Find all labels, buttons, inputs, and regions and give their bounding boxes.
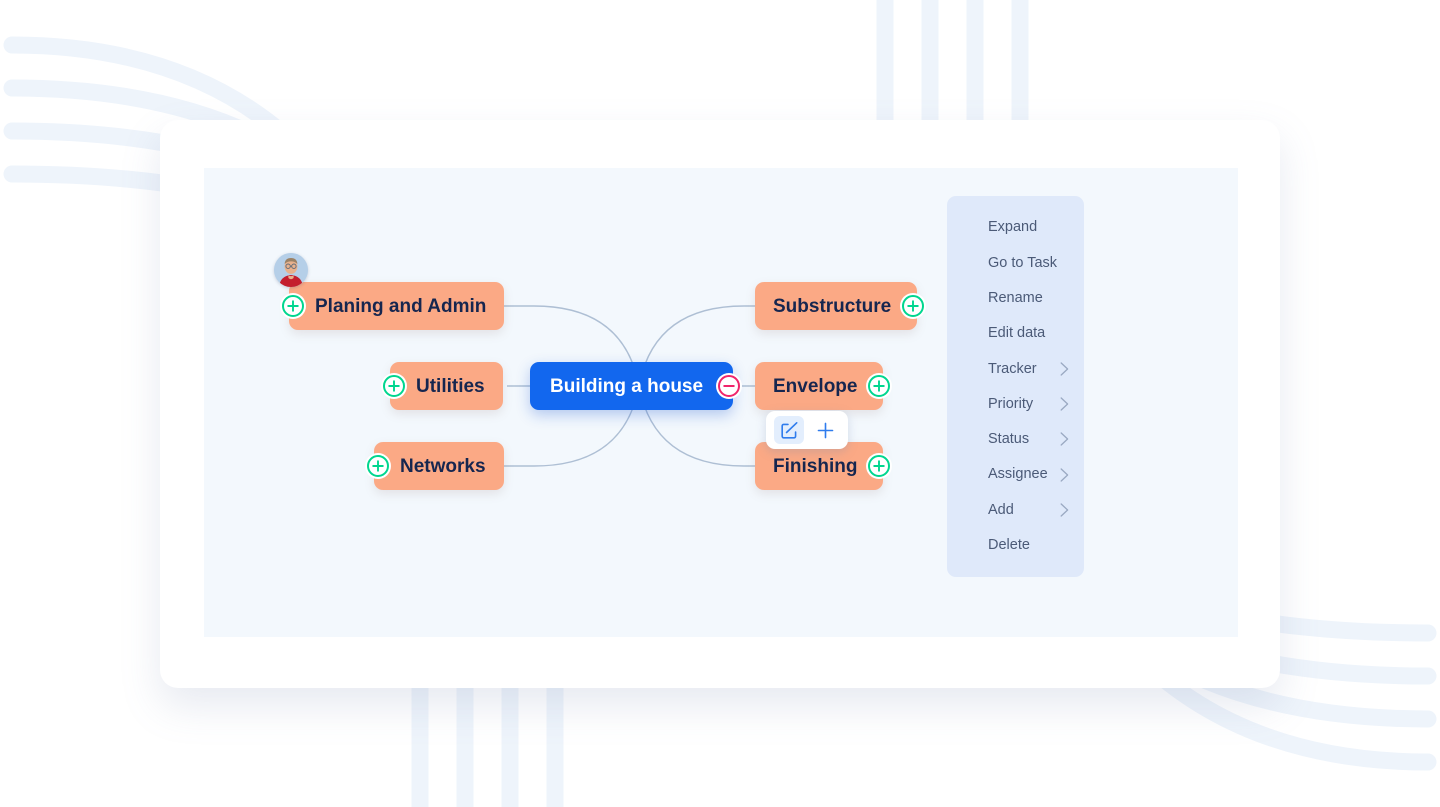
menu-item-label: Go to Task (988, 254, 1058, 271)
chevron-right-icon (1059, 431, 1070, 447)
mindmap-node-root[interactable]: Building a house (530, 362, 743, 410)
chevron-right-icon (1059, 467, 1070, 483)
menu-item-rename[interactable]: Rename (947, 281, 1084, 316)
plus-circle-icon[interactable] (866, 453, 893, 479)
menu-item-expand[interactable]: Expand (947, 210, 1084, 245)
mindmap-node-utilities[interactable]: Utilities (381, 362, 503, 410)
plus-circle-icon[interactable] (900, 293, 927, 319)
menu-item-assignee[interactable]: Assignee (947, 457, 1084, 492)
plus-circle-icon[interactable] (365, 453, 391, 479)
chevron-right-icon (1059, 361, 1070, 377)
node-label: Building a house (550, 375, 704, 397)
mindmap-node-finishing[interactable]: Finishing (755, 442, 893, 490)
mindmap-node-envelope[interactable]: Envelope (755, 362, 893, 410)
node-label: Finishing (773, 455, 858, 477)
menu-item-label: Edit data (988, 325, 1046, 342)
menu-item-label: Tracker (988, 360, 1037, 377)
menu-item-label: Priority (988, 395, 1034, 412)
chevron-right-icon (1059, 502, 1070, 518)
chevron-right-icon (1059, 396, 1070, 412)
menu-item-label: Status (988, 431, 1030, 448)
menu-item-delete[interactable]: Delete (947, 528, 1084, 563)
mindmap-node-networks[interactable]: Networks (365, 442, 504, 490)
menu-item-status[interactable]: Status (947, 422, 1084, 457)
edit-square-icon[interactable] (774, 416, 804, 444)
menu-item-add[interactable]: Add (947, 492, 1084, 527)
plus-icon[interactable] (810, 416, 840, 444)
menu-item-tracker[interactable]: Tracker (947, 351, 1084, 386)
plus-circle-icon[interactable] (866, 373, 893, 399)
avatar[interactable] (274, 253, 308, 287)
menu-item-label: Expand (988, 219, 1038, 236)
node-label: Networks (400, 455, 486, 477)
mindmap-node-substructure[interactable]: Substructure (755, 282, 927, 330)
plus-circle-icon[interactable] (381, 373, 407, 399)
menu-item-label: Rename (988, 289, 1043, 306)
mindmap-node-planing-and-admin[interactable]: Planing and Admin (280, 282, 505, 330)
avatar-illustration (274, 253, 308, 287)
node-label: Utilities (416, 375, 485, 397)
minus-circle-icon[interactable] (716, 373, 743, 399)
menu-item-label: Delete (988, 537, 1030, 554)
node-toolbar[interactable] (766, 411, 848, 449)
menu-item-label: Assignee (988, 466, 1048, 483)
menu-item-priority[interactable]: Priority (947, 386, 1084, 421)
menu-item-edit-data[interactable]: Edit data (947, 316, 1084, 351)
node-label: Envelope (773, 375, 858, 397)
menu-item-label: Add (988, 501, 1014, 518)
plus-circle-icon[interactable] (280, 293, 306, 319)
node-label: Substructure (773, 295, 892, 317)
node-label: Planing and Admin (315, 295, 487, 317)
menu-item-go-to-task[interactable]: Go to Task (947, 245, 1084, 280)
